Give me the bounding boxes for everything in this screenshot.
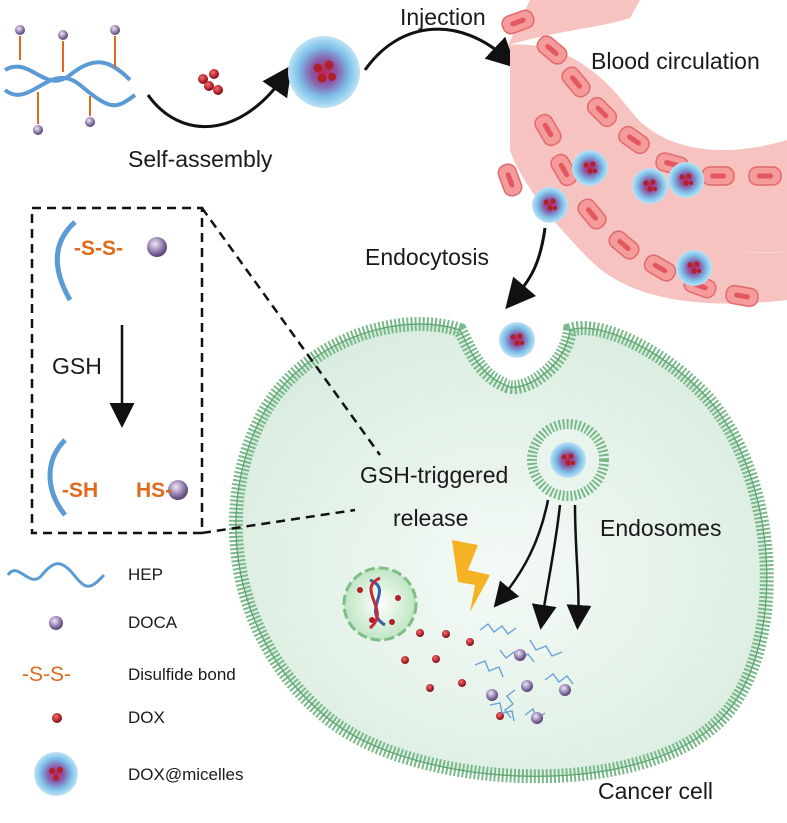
hep-chain-icon	[6, 562, 106, 588]
endocytosis-arrow	[505, 227, 547, 310]
legend-ss-symbol: -S-S-	[22, 663, 71, 686]
legend-doca: DOCA	[128, 613, 178, 632]
lightning-icon	[452, 540, 490, 612]
inset-cleaved	[47, 438, 188, 517]
inset-zoom-lines	[200, 207, 382, 535]
inset-box	[30, 206, 204, 535]
gsh-triggered-label-2: release	[393, 505, 469, 531]
dox-cluster	[198, 69, 223, 95]
nucleus	[342, 566, 418, 642]
self-assembly-arrow	[146, 65, 292, 128]
legend-dox: DOX	[128, 708, 165, 727]
endosome	[527, 419, 609, 501]
released-dox	[401, 629, 504, 720]
doca-groups	[15, 25, 120, 135]
injection-label: Injection	[400, 4, 486, 30]
cancer-cell	[228, 317, 774, 784]
micelle-large	[288, 36, 360, 108]
inset-hs-label: HS-	[136, 479, 173, 502]
endosome-release-arrows	[493, 499, 592, 630]
gsh-triggered-label-1: GSH-triggered	[360, 462, 509, 488]
polymer-chains	[3, 25, 137, 135]
endosomes-label: Endosomes	[600, 515, 722, 541]
legend-hep: HEP	[128, 565, 163, 584]
inset-disulfide-label: -S-S-	[74, 237, 123, 260]
doca-icon	[49, 616, 63, 630]
inset-sh-label: -SH	[62, 479, 99, 502]
self-assembly-label: Self-assembly	[128, 146, 273, 172]
legend-icons	[6, 562, 106, 796]
dissociated-polymers	[474, 623, 574, 722]
blood-vessel	[495, 0, 787, 309]
disulfide-links	[19, 36, 116, 124]
inset-chain-top	[54, 220, 167, 302]
gsh-label: GSH	[52, 353, 102, 379]
legend-disulfide: Disulfide bond	[128, 665, 236, 684]
micelle-entering	[499, 322, 535, 358]
legend-micelles: DOX@micelles	[128, 765, 244, 784]
endocytosis-label: Endocytosis	[365, 244, 490, 270]
free-doca	[486, 649, 571, 724]
dox-icon	[52, 713, 62, 723]
injection-arrow	[363, 27, 517, 71]
cancer-cell-label: Cancer cell	[598, 778, 714, 804]
micelle-icon	[34, 752, 78, 796]
blood-circulation-label: Blood circulation	[591, 48, 760, 74]
